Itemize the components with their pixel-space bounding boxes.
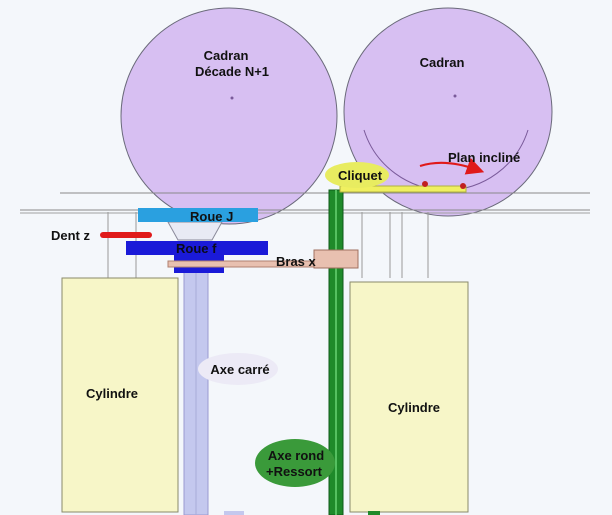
tooth-z bbox=[100, 232, 152, 238]
wheel-j-hub bbox=[167, 221, 223, 241]
pawl-label: Cliquet bbox=[338, 168, 383, 183]
wheel-j bbox=[138, 208, 258, 222]
inclined-plane-arrow bbox=[419, 157, 485, 175]
dial-left bbox=[120, 7, 338, 225]
tooth-z-label: Dent z bbox=[51, 228, 91, 243]
cylinder-left bbox=[61, 277, 179, 513]
wheel-f bbox=[126, 241, 268, 255]
dial-right-center-dot bbox=[453, 94, 457, 98]
square-axis-foot bbox=[224, 511, 244, 515]
inclined-plane-label: Plan incliné bbox=[448, 150, 520, 165]
pawl-bar bbox=[339, 185, 467, 193]
dial-right bbox=[343, 7, 553, 217]
square-axis-label: Axe carré bbox=[210, 362, 269, 377]
right-cylinder-label: Cylindre bbox=[388, 400, 440, 415]
arm-x-label: Bras x bbox=[276, 254, 317, 269]
dial-right-label: Cadran bbox=[420, 55, 465, 70]
pawl-pin-left bbox=[422, 181, 428, 187]
pawl-ellipse bbox=[325, 162, 389, 188]
round-axis-label-line2: +Ressort bbox=[266, 464, 323, 479]
wheel-f-label: Roue f bbox=[176, 241, 217, 256]
left-cylinder-label: Cylindre bbox=[86, 386, 138, 401]
wheel-j-label: Roue J bbox=[190, 209, 233, 224]
cylinder-right bbox=[349, 281, 469, 513]
dial-left-label-line2: Décade N+1 bbox=[195, 64, 269, 79]
arm-x-block bbox=[313, 249, 359, 269]
dial-left-label-line1: Cadran bbox=[204, 48, 249, 63]
dial-left-center-dot bbox=[230, 96, 234, 100]
round-axis-label-line1: Axe rond bbox=[268, 448, 324, 463]
pawl-pin-right bbox=[460, 183, 466, 189]
round-axis-foot bbox=[368, 511, 380, 515]
square-axis-ellipse bbox=[198, 353, 278, 385]
round-axis-ellipse bbox=[255, 439, 335, 487]
